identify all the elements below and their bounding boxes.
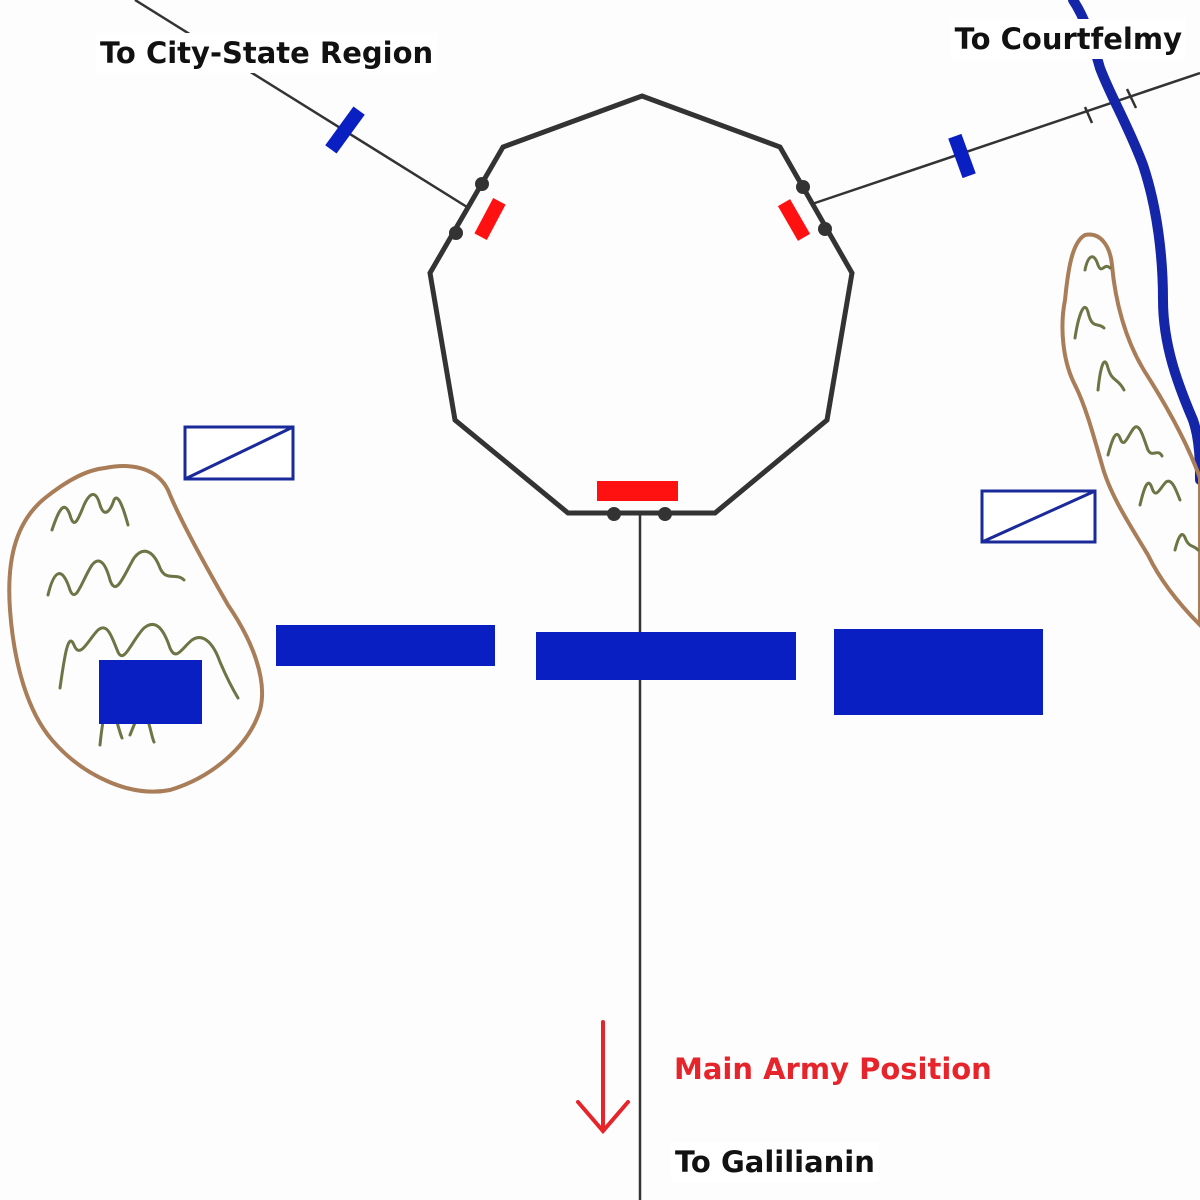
label-to-courtfelmy: To Courtfelmy	[950, 19, 1186, 59]
enemy-garrison-south-gate	[597, 481, 678, 501]
friendly-picket-city-state-road	[325, 106, 365, 154]
main-army-arrow-icon	[576, 1020, 630, 1135]
friendly-cavalry-west	[183, 425, 295, 481]
friendly-unit-left-wing	[276, 625, 495, 666]
bridge-marks	[1083, 88, 1138, 124]
friendly-cavalry-east	[980, 489, 1097, 544]
hill-west	[7, 464, 265, 794]
enemy-garrison-northwest-gate	[474, 198, 506, 240]
friendly-unit-on-west-hill	[99, 660, 202, 724]
road-courtfelmy	[811, 71, 1200, 206]
label-to-city-state-region: To City-State Region	[96, 33, 438, 73]
enemy-garrison-northeast-gate	[777, 199, 811, 241]
label-to-galilianin: To Galilianin	[671, 1142, 879, 1182]
label-main-army-position: Main Army Position	[674, 1052, 992, 1086]
gate-posts	[449, 177, 832, 521]
hill-east	[1060, 232, 1200, 628]
city-walls	[427, 93, 855, 516]
friendly-unit-center	[536, 632, 796, 680]
river	[1068, 0, 1200, 485]
friendly-picket-courtfelmy-road	[948, 133, 976, 179]
hill-east-hatching	[1073, 255, 1200, 552]
road-city-state	[134, 0, 468, 209]
friendly-unit-right-wing	[834, 629, 1043, 715]
